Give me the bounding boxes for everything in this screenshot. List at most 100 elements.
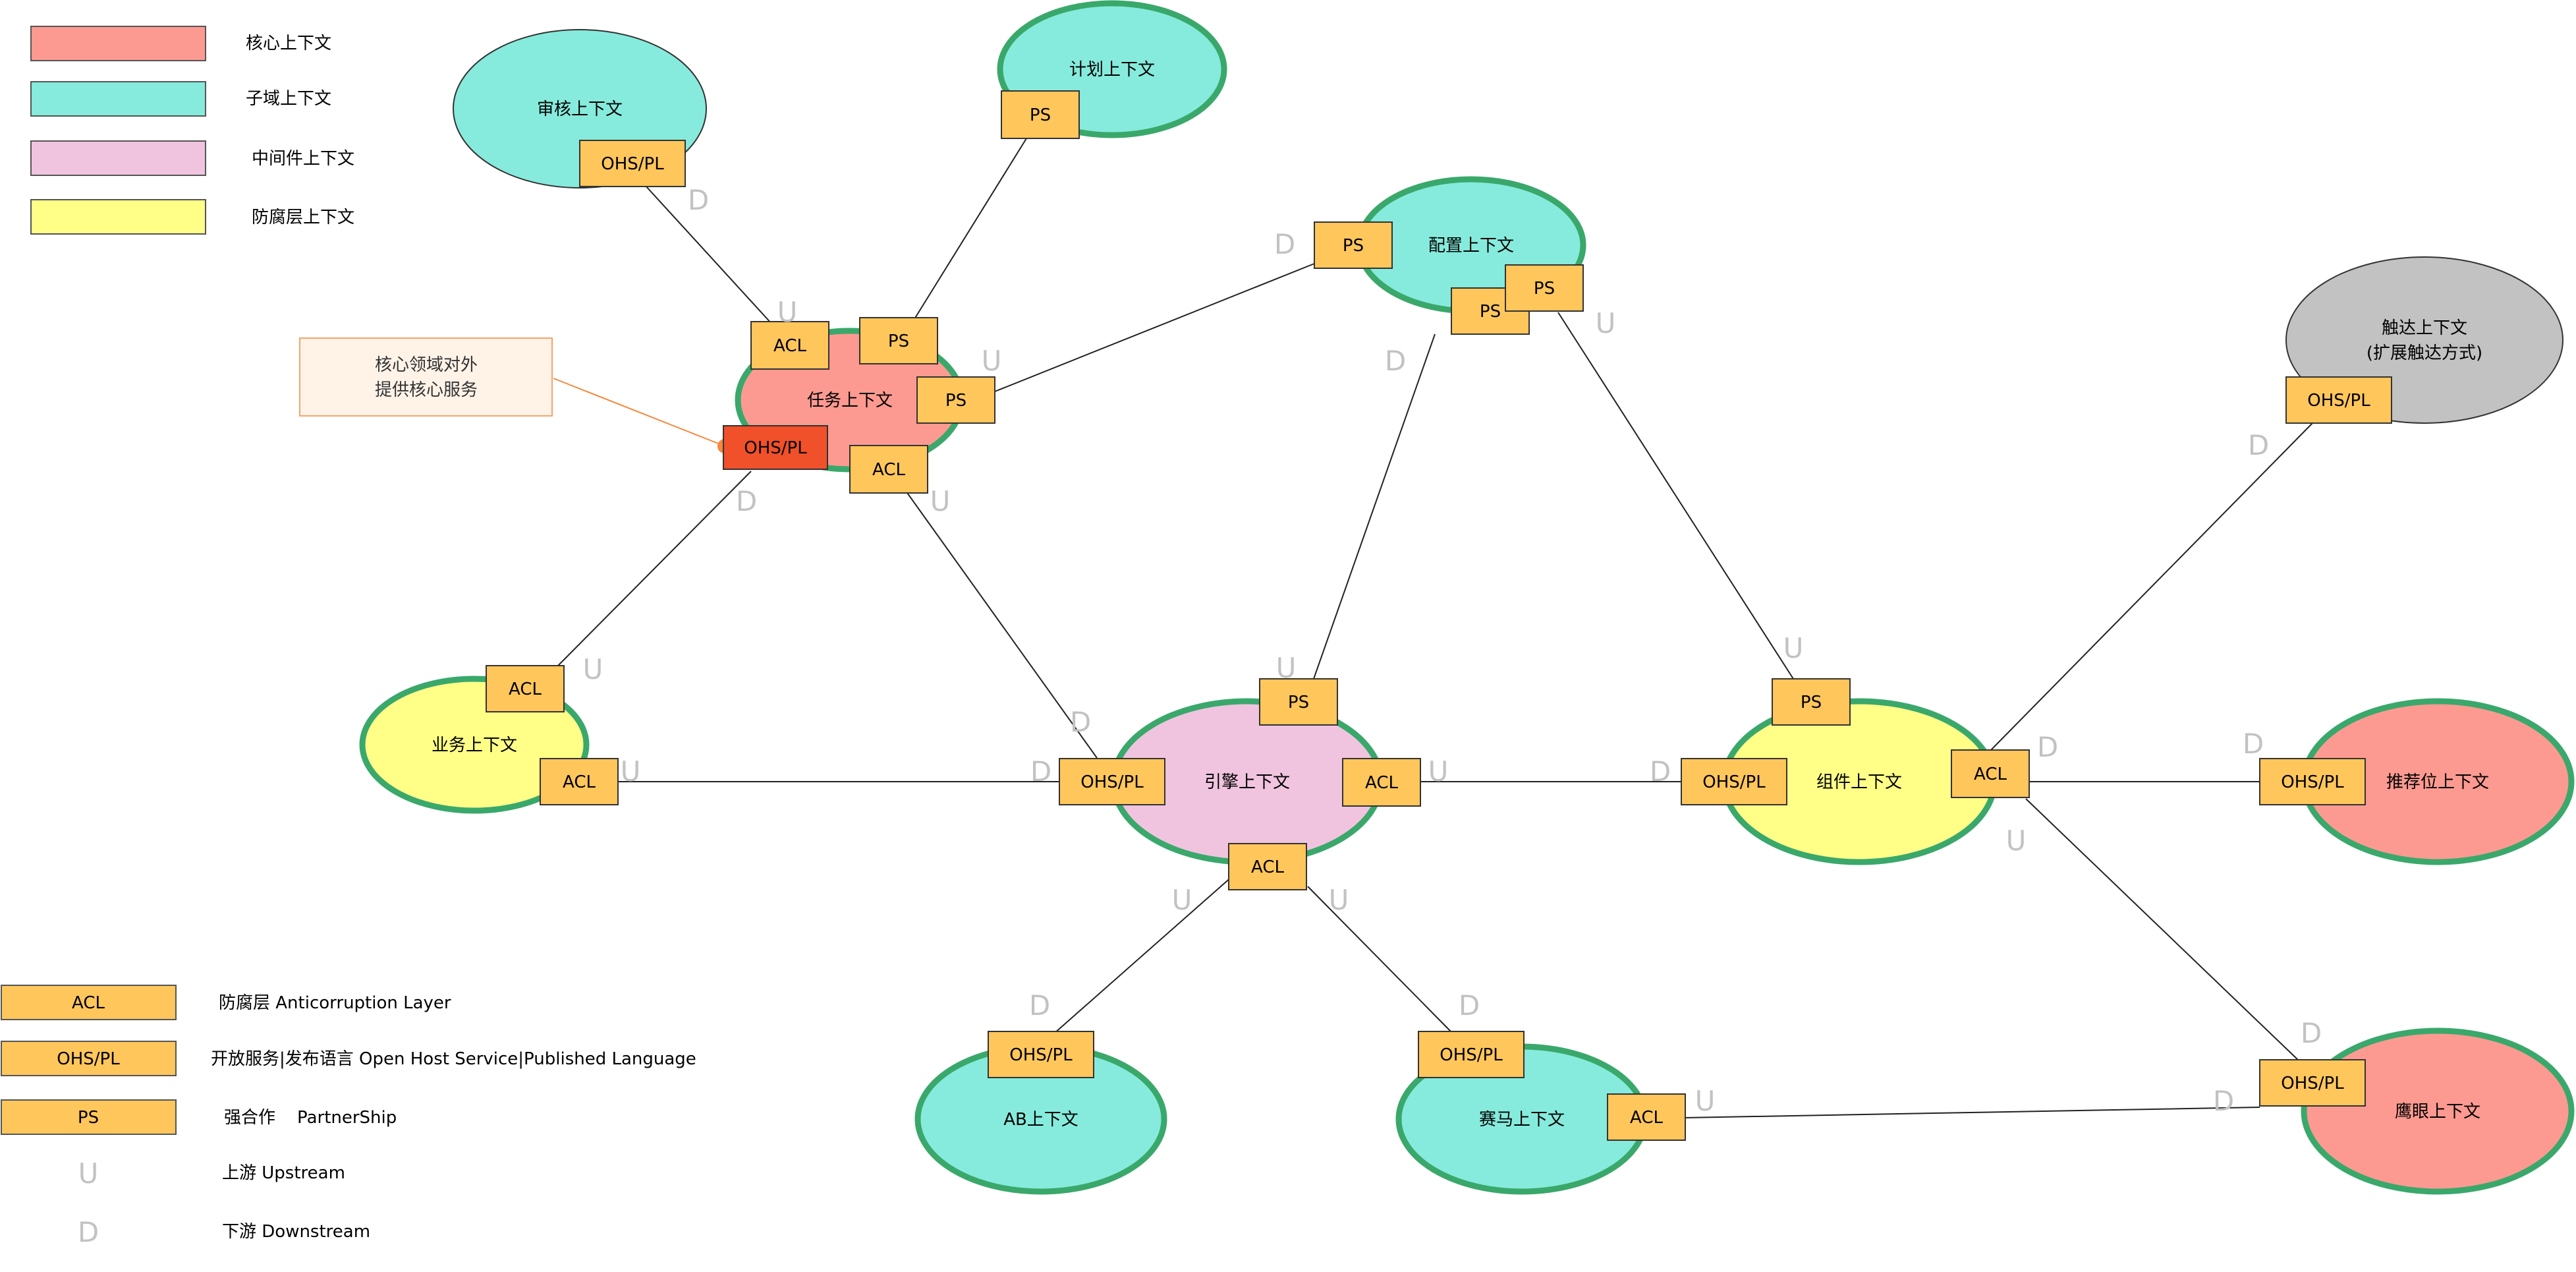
tag-t25-box [2259,1059,2366,1107]
tag-t9[interactable]: PS [916,376,995,424]
pattern-tags: OHS/PL PS PS PS PS OHS/PL ACL PS PS OHS/PL ACL ACL A… [486,90,2392,1141]
tag-t12-label: ACL [509,679,542,699]
tag-t24[interactable]: ACL [1607,1093,1686,1141]
upstream-mark-m26: U [1695,1085,1716,1117]
context-saima-label: 赛马上下文 [1479,1110,1565,1130]
legend-label-core: 核心上下文 [246,34,331,53]
tag-t6[interactable]: OHS/PL [2285,376,2392,424]
tag-t25-label: OHS/PL [2281,1074,2344,1093]
tag-t7-box [750,321,829,370]
upstream-mark-m15: U [1428,755,1449,788]
context-yingyan-label: 鹰眼上下文 [2395,1102,2480,1122]
tag-t17-box [1228,843,1307,890]
tag-t6-box [2285,376,2392,424]
context-yingyan[interactable]: 鹰眼上下文 [2301,1027,2575,1195]
downstream-mark-m9: D [2248,429,2269,461]
tag-t2[interactable]: PS [1001,90,1080,139]
upstream-mark-m6: U [1596,307,1616,339]
legend-label-acl: 防腐层 Anticorruption Layer [219,993,451,1013]
upstream-mark-m22: U [1172,884,1192,916]
tag-t12[interactable]: ACL [486,665,565,712]
upstream-mark-m11: U [621,755,641,788]
tag-t11-label: ACL [872,460,905,480]
tag-t20[interactable]: ACL [1951,749,2030,798]
line-peizhi-zujian [1557,312,1794,679]
tag-t5[interactable]: PS [1505,264,1584,312]
tag-t20-box [1951,749,2030,798]
context-ab[interactable]: AB上下文 [914,1043,1167,1195]
legend-mark-downstream: D [78,1216,99,1248]
legend-contexts: 核心上下文 子域上下文 中间件上下文 防腐层上下文 [30,26,354,235]
line-renwu-yewu [556,471,752,668]
tag-t7[interactable]: ACL [750,321,829,370]
upstream-mark-m10: U [583,653,603,685]
context-chuda-label: 触达上下文 [2382,318,2467,338]
tag-t19-label: OHS/PL [1702,772,1766,792]
downstream-mark-m3: D [1274,228,1295,260]
upstream-mark-m4: U [982,345,1002,377]
tag-t16-box [1342,758,1421,807]
tag-t13-label: ACL [563,772,596,792]
tag-t22[interactable]: OHS/PL [988,1031,1094,1078]
legend-tag-acl [1,985,177,1020]
context-yingyan-shape [2301,1027,2575,1195]
legend-tag-ps [1,1099,177,1135]
upstream-mark-m13: U [1276,652,1297,684]
tag-t16[interactable]: ACL [1342,758,1421,807]
downstream-mark-m7: D [736,485,757,517]
tag-t3[interactable]: PS [1314,221,1393,269]
tag-t19-box [1681,758,1787,805]
line-yinqing-saima [1307,886,1453,1034]
tag-t3-box [1314,221,1393,269]
tag-t2-box [1001,90,1080,139]
tag-t8-label: PS [888,332,909,351]
tag-t14-label: PS [1288,693,1309,712]
tag-t16-label: ACL [1365,773,1398,793]
legend-tag-ohs-text: OHS/PL [57,1049,120,1069]
context-zujian[interactable]: 组件上下文 [1721,698,1998,865]
tag-t21-box [2259,758,2366,805]
tag-t10-label: OHS/PL [744,438,807,458]
tag-t8[interactable]: PS [859,317,938,364]
tag-t22-box [988,1031,1094,1078]
tag-t23-label: OHS/PL [1440,1045,1503,1065]
tag-t20-label: ACL [1974,765,2007,784]
context-jihua-label: 计划上下文 [1069,60,1155,80]
legend-tag-ps-text: PS [78,1108,99,1128]
line-peizhi-renwu [994,263,1315,392]
line-shenhe-renwu [645,185,773,325]
tag-t3-label: PS [1343,236,1364,256]
tag-t22-label: OHS/PL [1009,1045,1073,1065]
tag-t15[interactable]: OHS/PL [1059,758,1165,805]
context-peizhi-label: 配置上下文 [1428,236,1514,256]
tag-t19[interactable]: OHS/PL [1681,758,1787,805]
tag-t6-label: OHS/PL [2307,391,2370,411]
tag-t11[interactable]: ACL [849,445,928,494]
tag-t7-label: ACL [773,336,806,356]
tag-t23[interactable]: OHS/PL [1418,1031,1525,1078]
downstream-mark-m21: D [1029,989,1050,1022]
tag-t25[interactable]: OHS/PL [2259,1059,2366,1107]
tag-t17[interactable]: ACL [1228,843,1307,890]
tag-t18-label: PS [1801,693,1822,712]
line-renwu-yinqing [905,490,1098,759]
tag-t18[interactable]: PS [1772,678,1851,726]
legend-label-downstream: 下游 Downstream [222,1222,370,1242]
tag-t13-box [540,758,619,805]
relationship-lines [553,138,2313,1118]
tag-t18-box [1772,678,1851,726]
tag-t1-label: OHS/PL [601,154,664,174]
context-zujian-label: 组件上下文 [1816,772,1902,792]
tag-t14[interactable]: PS [1259,678,1338,726]
tag-t1[interactable]: OHS/PL [579,140,686,187]
context-yinqing-label: 引擎上下文 [1204,772,1290,792]
tag-t9-box [916,376,995,424]
tag-t10[interactable]: OHS/PL [723,425,828,470]
context-tuijian-label: 推荐位上下文 [2386,772,2489,792]
tag-t21[interactable]: OHS/PL [2259,758,2366,805]
tag-t8-box [859,317,938,364]
tag-t13[interactable]: ACL [540,758,619,805]
context-yewu-label: 业务上下文 [432,736,517,755]
downstream-mark-m1: D [688,184,709,216]
